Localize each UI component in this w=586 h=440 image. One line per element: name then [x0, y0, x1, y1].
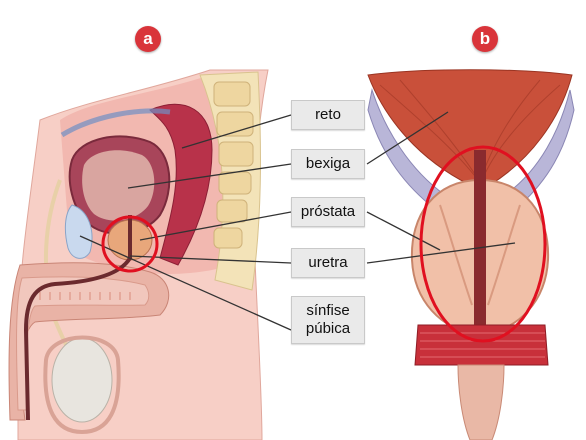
penile-bulb — [458, 365, 504, 440]
panel-a-illustration — [9, 70, 268, 440]
label-sinfise-pubica: sínfise púbica — [291, 296, 365, 344]
panel-b-illustration — [368, 70, 574, 440]
testis — [52, 338, 112, 422]
pelvic-floor-muscle — [415, 325, 548, 365]
label-sinfise-line2: púbica — [294, 320, 362, 338]
label-uretra: uretra — [291, 248, 365, 278]
panel-b-badge: b — [472, 26, 498, 52]
label-reto: reto — [291, 100, 365, 130]
label-prostata: próstata — [291, 197, 365, 227]
label-bexiga: bexiga — [291, 149, 365, 179]
panel-a-badge: a — [135, 26, 161, 52]
label-sinfise-line1: sínfise — [294, 302, 362, 320]
